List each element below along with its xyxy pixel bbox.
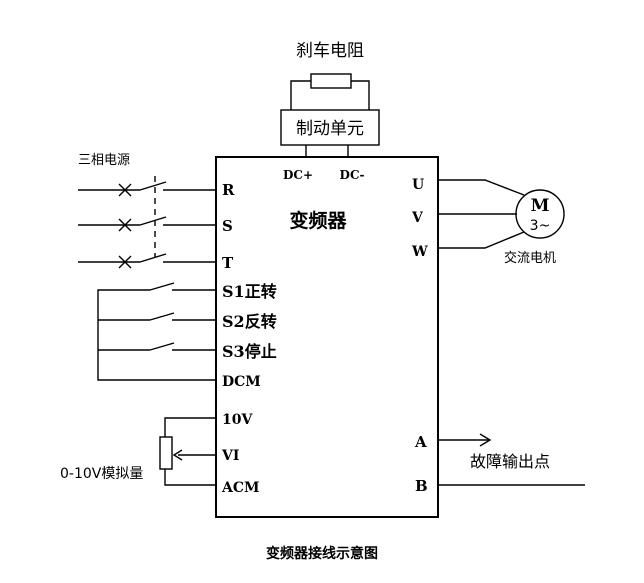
power-line-t — [78, 253, 216, 269]
motor-wire-u — [438, 179, 525, 196]
terminal-r: R — [222, 181, 235, 199]
terminal-s1-forward: S1正转 — [222, 282, 277, 301]
inverter-box — [215, 156, 439, 518]
fault-output-label: 故障输出点 — [470, 452, 550, 471]
analog-10v-wire — [164, 417, 216, 437]
brake-resistor-label: 刹车电阻 — [296, 41, 364, 61]
terminal-s: S — [222, 217, 233, 235]
terminal-s2-reverse: S2反转 — [222, 312, 277, 331]
analog-acm-wire — [164, 469, 216, 486]
terminal-w: W — [411, 244, 428, 260]
inverter-label: 变频器 — [289, 209, 347, 232]
power-source-label: 三相电源 — [78, 153, 130, 168]
switch-s2 — [98, 312, 216, 321]
analog-input-label: 0-10V模拟量 — [60, 466, 143, 482]
terminal-b: B — [415, 477, 428, 495]
potentiometer — [159, 436, 173, 470]
motor-phase-label: 3~ — [530, 218, 551, 234]
terminal-t: T — [222, 254, 234, 272]
brake-unit-label: 制动单元 — [296, 119, 364, 139]
terminal-a: A — [414, 433, 427, 451]
motor-label: 交流电机 — [504, 250, 556, 266]
brake-unit-box — [280, 109, 380, 146]
terminal-dcm: DCM — [222, 374, 261, 390]
motor-m-label: M — [531, 196, 550, 216]
terminal-vi: VI — [221, 448, 239, 464]
terminal-s3-stop: S3停止 — [222, 342, 277, 361]
power-line-s — [78, 216, 216, 232]
diagram-caption: 变频器接线示意图 — [266, 545, 378, 562]
terminal-u: U — [412, 177, 424, 193]
terminal-10v: 10V — [222, 412, 253, 428]
power-line-r — [78, 181, 216, 197]
control-common-wire — [97, 289, 216, 381]
motor-wire-w — [438, 231, 525, 249]
switch-s3 — [98, 342, 216, 351]
dc-minus-label: DC- — [340, 168, 365, 182]
dc-plus-label: DC+ — [283, 168, 313, 182]
switch-s1 — [149, 282, 216, 291]
terminal-v: V — [411, 210, 424, 226]
fault-arrow — [479, 433, 492, 447]
terminal-acm: ACM — [221, 480, 260, 496]
brake-resistor — [310, 73, 352, 89]
motor-symbol — [515, 189, 565, 239]
